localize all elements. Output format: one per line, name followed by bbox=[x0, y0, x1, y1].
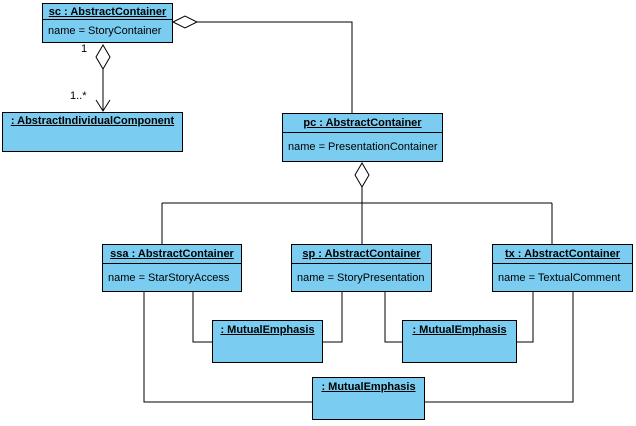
association-tree-pc-children bbox=[161, 187, 553, 244]
object-title: ssa : AbstractContainer bbox=[103, 245, 241, 264]
association-line-ssa-me3 bbox=[143, 292, 312, 403]
object-node-mutualemphasis-3: : MutualEmphasis bbox=[312, 377, 425, 420]
aggregation-diamond-icon bbox=[354, 162, 370, 188]
aggregation-diamond-icon bbox=[171, 15, 199, 29]
object-attribute: name = PresentationContainer bbox=[288, 141, 438, 153]
object-node-mutualemphasis-1: : MutualEmphasis bbox=[212, 320, 323, 363]
object-title: : MutualEmphasis bbox=[412, 323, 507, 336]
object-node-pc: pc : AbstractContainer name = Presentati… bbox=[282, 113, 443, 162]
object-title: sp : AbstractContainer bbox=[292, 245, 431, 264]
object-node-mutualemphasis-2: : MutualEmphasis bbox=[402, 320, 517, 363]
association-line-me1-sp bbox=[323, 292, 343, 343]
open-arrowhead-icon bbox=[95, 99, 111, 112]
multiplicity-label: 1..* bbox=[70, 90, 87, 102]
object-title: sc : AbstractContainer bbox=[43, 4, 172, 20]
object-node-aic: : AbstractIndividualComponent bbox=[2, 112, 183, 152]
object-node-ssa: ssa : AbstractContainer name = StarStory… bbox=[102, 244, 242, 292]
object-title: : AbstractIndividualComponent bbox=[10, 115, 175, 127]
object-attribute: name = StarStoryAccess bbox=[108, 271, 230, 284]
object-attribute: name = TextualComment bbox=[498, 271, 621, 284]
association-line-me2-tx bbox=[517, 292, 534, 343]
object-title: : MutualEmphasis bbox=[220, 323, 315, 336]
association-line-me3-tx bbox=[425, 292, 574, 403]
association-line-sc-pc bbox=[197, 21, 353, 113]
aggregation-diamond-icon bbox=[95, 44, 111, 70]
association-line-ssa-me1 bbox=[192, 292, 212, 343]
object-node-sc: sc : AbstractContainer name = StoryConta… bbox=[42, 3, 173, 43]
multiplicity-label: 1 bbox=[81, 43, 88, 55]
object-title: : MutualEmphasis bbox=[321, 380, 416, 393]
object-node-tx: tx : AbstractContainer name = TextualCom… bbox=[492, 244, 633, 292]
object-node-sp: sp : AbstractContainer name = StoryPrese… bbox=[291, 244, 432, 292]
association-line-sp-me2 bbox=[384, 292, 402, 343]
object-title: tx : AbstractContainer bbox=[493, 245, 632, 264]
object-attribute: name = StoryPresentation bbox=[297, 271, 425, 284]
object-attribute: name = StoryContainer bbox=[48, 25, 162, 37]
object-title: pc : AbstractContainer bbox=[283, 114, 442, 133]
